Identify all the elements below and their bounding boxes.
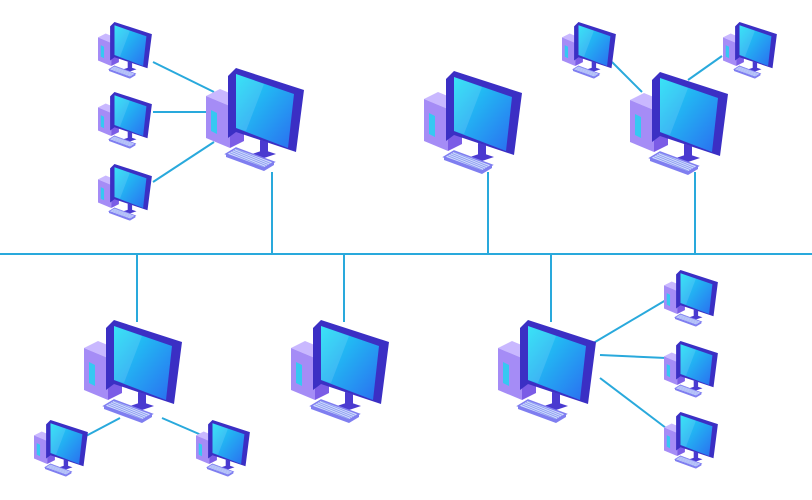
client-computer-br-3: [664, 412, 718, 469]
spoke-tr-2: [688, 56, 722, 80]
client-computer-br-2: [664, 341, 718, 398]
spoke-br-2: [600, 355, 666, 358]
spoke-tl-1: [153, 62, 214, 92]
network-nodes: [34, 22, 777, 477]
spoke-tl-3: [153, 142, 214, 182]
hub-computer-top-left: [206, 68, 304, 171]
spoke-tr-1: [612, 62, 642, 92]
client-computer-bl-1: [34, 420, 88, 477]
client-computer-br-1: [664, 270, 718, 327]
client-computer-tl-1: [98, 22, 152, 79]
hub-computer-bottom-right: [498, 320, 596, 423]
client-computer-tl-2: [98, 92, 152, 149]
spoke-br-1: [590, 300, 666, 345]
spoke-br-3: [600, 378, 666, 428]
client-computer-tr-2: [723, 22, 777, 79]
computer-bottom-middle: [291, 320, 389, 423]
client-computer-bl-2: [196, 420, 250, 477]
computer-top-middle: [424, 71, 522, 174]
hub-computer-bottom-left: [84, 320, 182, 423]
client-computer-tl-3: [98, 164, 152, 221]
spoke-bl-1: [84, 418, 120, 437]
client-computer-tr-1: [562, 22, 616, 79]
hub-computer-top-right: [630, 72, 728, 175]
